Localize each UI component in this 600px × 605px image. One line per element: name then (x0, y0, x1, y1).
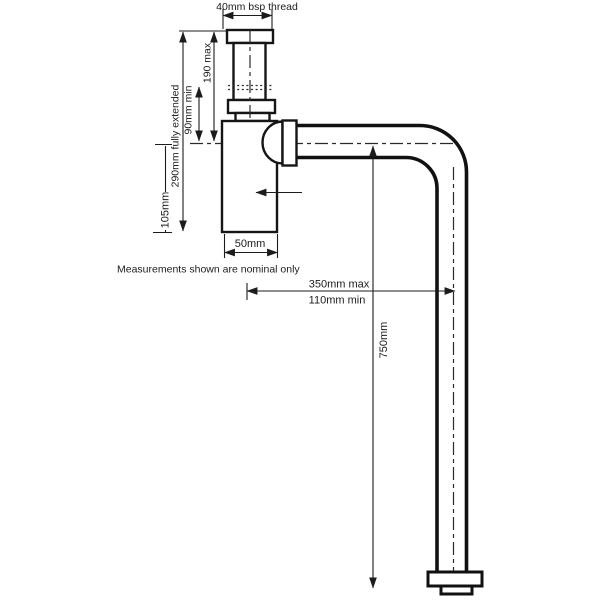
thread-dimension-label: 40mm bsp thread (216, 1, 298, 13)
dim-label-750: 750mm (378, 322, 390, 359)
dim-label-90-min: 90mm min (182, 85, 194, 134)
dim-label-105: 105mm (159, 192, 171, 229)
outlet-dome (261, 120, 284, 165)
pipe-bottom-flange (426, 570, 484, 588)
dim-label-110-min: 110mm min (309, 295, 366, 307)
pipe-outer-edge (296, 123, 469, 572)
pipe-bottom-stub (439, 584, 474, 596)
nominal-note: Measurements shown are nominal only (117, 264, 300, 276)
dim-label-105-mask (158, 192, 173, 230)
dim-label-190-max: 190 max (201, 42, 213, 83)
pipe-inner-edge (296, 155, 439, 572)
dim-label-290-extended: 290mm fully extended (169, 84, 181, 187)
dim-label-50: 50mm (235, 238, 266, 250)
dim-label-350-max: 350mm max (309, 279, 370, 291)
outlet-nut (281, 119, 298, 167)
compression-nut (226, 98, 277, 115)
